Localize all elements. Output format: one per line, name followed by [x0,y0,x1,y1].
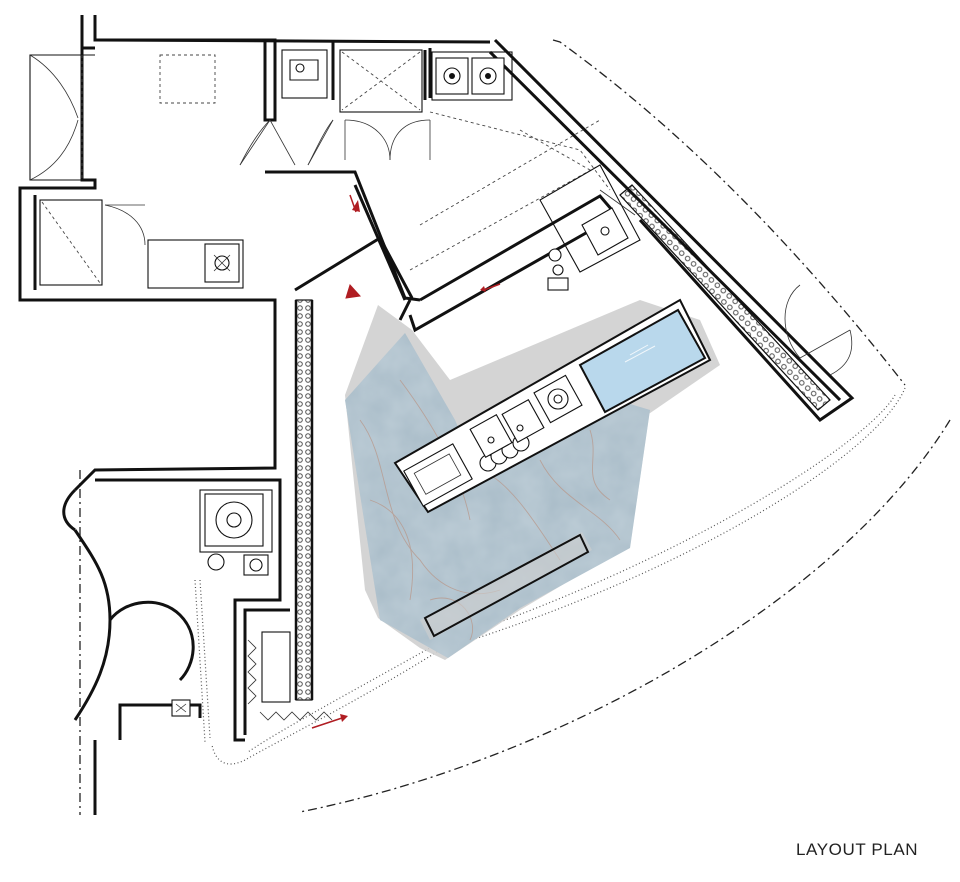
sink-icon [289,59,319,81]
washing-machine-icon [199,489,273,576]
corridor [409,111,611,271]
sink-icon [581,207,629,256]
sink-icon [469,398,545,459]
entry-room [29,54,216,181]
bathroom-fixtures [281,49,423,113]
dining-counter [420,532,592,640]
cooktop-icon [533,374,583,424]
laundry-room [39,199,244,289]
flow-arrow-icon [311,194,501,729]
sink-icon [204,243,240,283]
utility-area [539,164,641,291]
arched-wall [73,529,195,721]
door-swing-icon [104,119,853,376]
west-wall-tiles [294,299,314,701]
east-wall [488,38,855,422]
entrance-steps [247,631,333,721]
stove-top [431,51,513,101]
plan-caption: LAYOUT PLAN [796,840,919,859]
stove-burner-icon [435,57,505,95]
kitchen-island [393,298,712,514]
